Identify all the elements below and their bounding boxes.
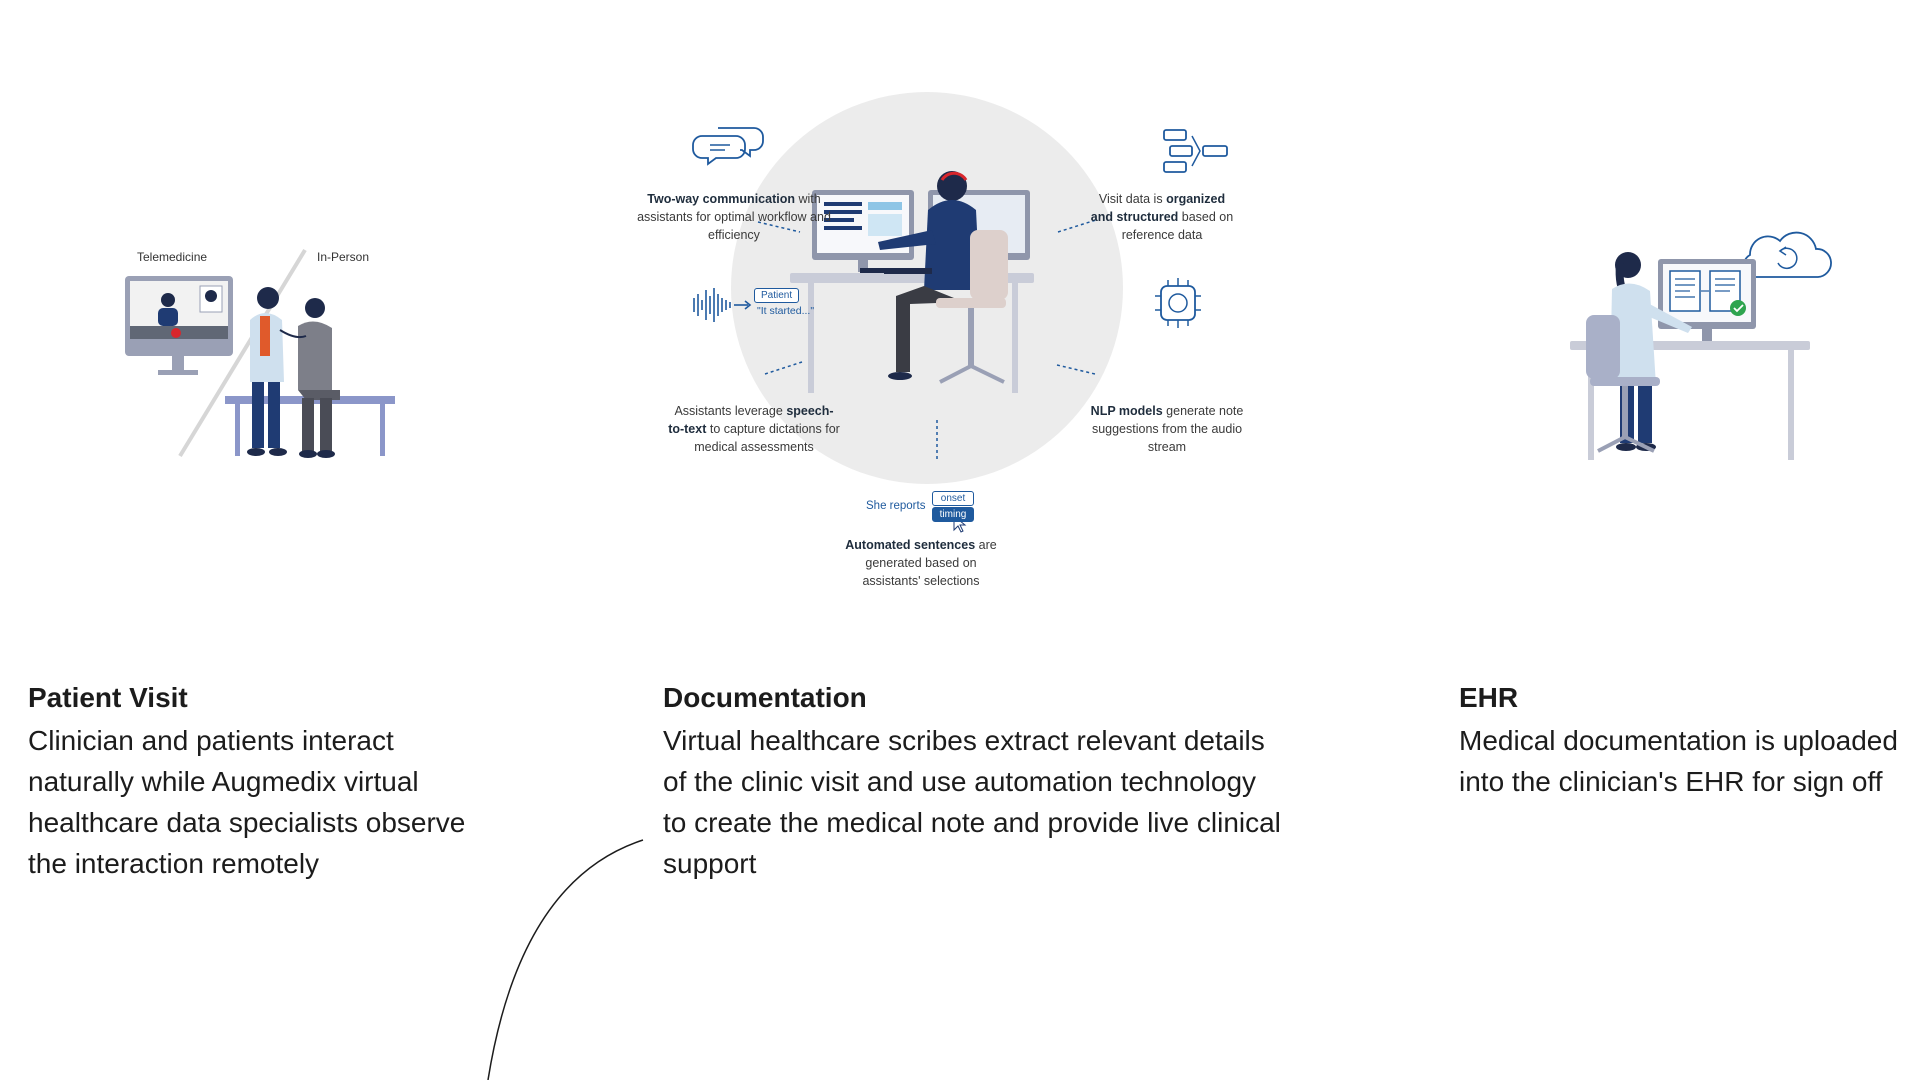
speech-quote: "It started..." xyxy=(757,305,815,317)
patient-tag: Patient xyxy=(754,288,800,303)
in-person-label: In-Person xyxy=(317,250,370,264)
clinician-ehr-scene xyxy=(1570,231,1832,460)
caption-automated-sentences: Automated sentences are generated based … xyxy=(845,538,997,588)
option-onset[interactable]: onset xyxy=(932,491,974,506)
option-timing[interactable]: timing xyxy=(932,507,974,522)
step-body-patient-visit: Clinician and patients interact naturall… xyxy=(28,725,466,879)
patient-visit-illustration: Telemedicine In-Person xyxy=(110,240,410,470)
step-title-patient-visit: Patient Visit xyxy=(28,682,188,713)
step-body-ehr: Medical documentation is uploaded into t… xyxy=(1459,725,1898,797)
step-body-documentation: Virtual healthcare scribes extract relev… xyxy=(663,725,1281,879)
caption-nlp-models: NLP models generate note suggestions fro… xyxy=(1090,404,1244,454)
sentence-prefix: She reports xyxy=(866,500,926,512)
telemedicine-label: Telemedicine xyxy=(137,250,208,264)
caption-speech-to-text: Assistants leverage speech-to-text to ca… xyxy=(668,404,840,454)
step-title-ehr: EHR xyxy=(1459,682,1519,713)
caption-visit-data: Visit data is organized and structured b… xyxy=(1090,192,1234,242)
telemedicine-in-person-scene xyxy=(125,248,395,458)
step-title-documentation: Documentation xyxy=(663,682,867,713)
documentation-diagram: Patient "It started..." Two-way communic… xyxy=(560,90,1280,600)
scribe-workstation-scene xyxy=(692,92,1228,533)
caption-two-way-communication: Two-way communication with assistants fo… xyxy=(637,192,831,242)
ehr-illustration xyxy=(1560,205,1840,475)
